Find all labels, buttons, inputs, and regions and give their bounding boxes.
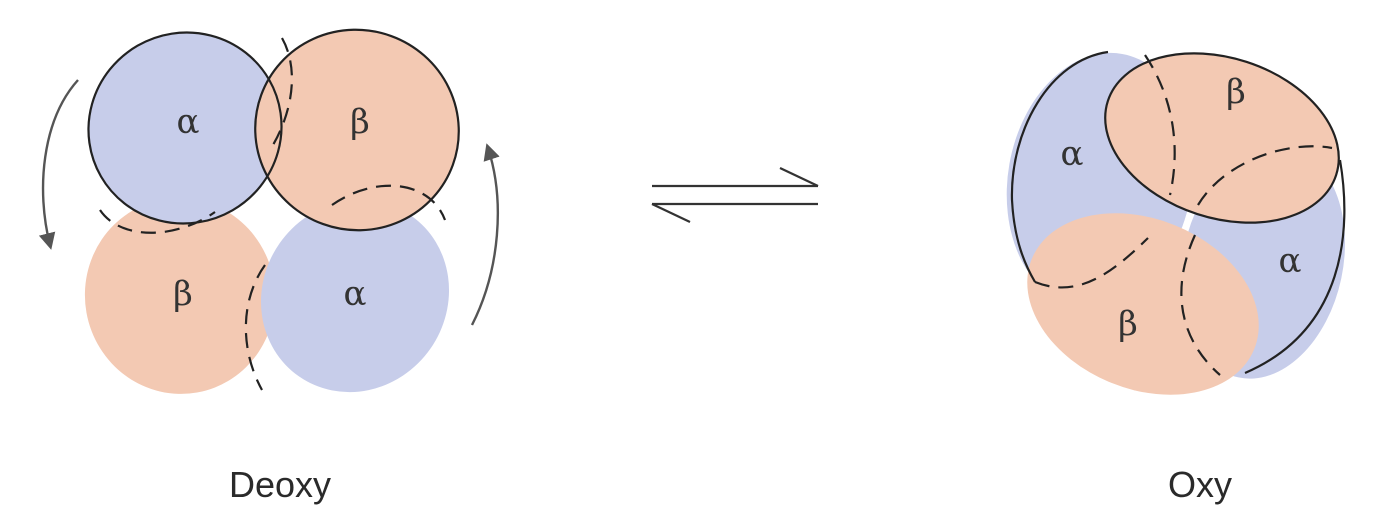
oxy-hidden-edge-right: [1197, 145, 1333, 206]
oxy-hidden-edge-bottom: [1180, 234, 1221, 376]
deoxy-tetramer: α β β α: [38, 28, 500, 394]
oxy-caption: Oxy: [1168, 464, 1232, 505]
deoxy-caption: Deoxy: [229, 464, 331, 505]
oxy-hidden-edge-top: [1144, 54, 1176, 196]
deoxy-label-beta-top-right: β: [350, 102, 370, 142]
oxy-label-alpha-right: α: [1279, 241, 1302, 281]
rotation-arrow-right-icon: [470, 143, 500, 326]
deoxy-label-beta-bottom-left: β: [173, 274, 193, 314]
deoxy-label-alpha-top-left: α: [177, 102, 200, 142]
oxy-tetramer: α β β α: [1006, 50, 1346, 395]
oxy-label-beta-top: β: [1226, 72, 1246, 112]
oxy-label-alpha-left: α: [1061, 134, 1084, 174]
deoxy-hidden-edge-bottom: [244, 264, 266, 391]
deoxy-alpha-top-left-subunit: [88, 32, 282, 224]
oxy-beta-top-subunit: [1105, 53, 1339, 223]
deoxy-label-alpha-bottom-right: α: [344, 274, 367, 314]
oxy-label-beta-bottom: β: [1118, 304, 1138, 344]
deoxy-hidden-edge-left: [99, 209, 216, 234]
equilibrium-arrows-icon: [651, 167, 819, 223]
rotation-arrow-left-icon: [38, 79, 79, 250]
deoxy-beta-top-right-subunit: [255, 29, 459, 231]
deoxy-alpha-bottom-right-subunit: [260, 199, 450, 393]
oxy-beta-bottom-subunit: [1027, 213, 1259, 395]
deoxy-hidden-edge-top: [269, 37, 293, 151]
deoxy-beta-bottom-left-subunit: [84, 198, 276, 394]
